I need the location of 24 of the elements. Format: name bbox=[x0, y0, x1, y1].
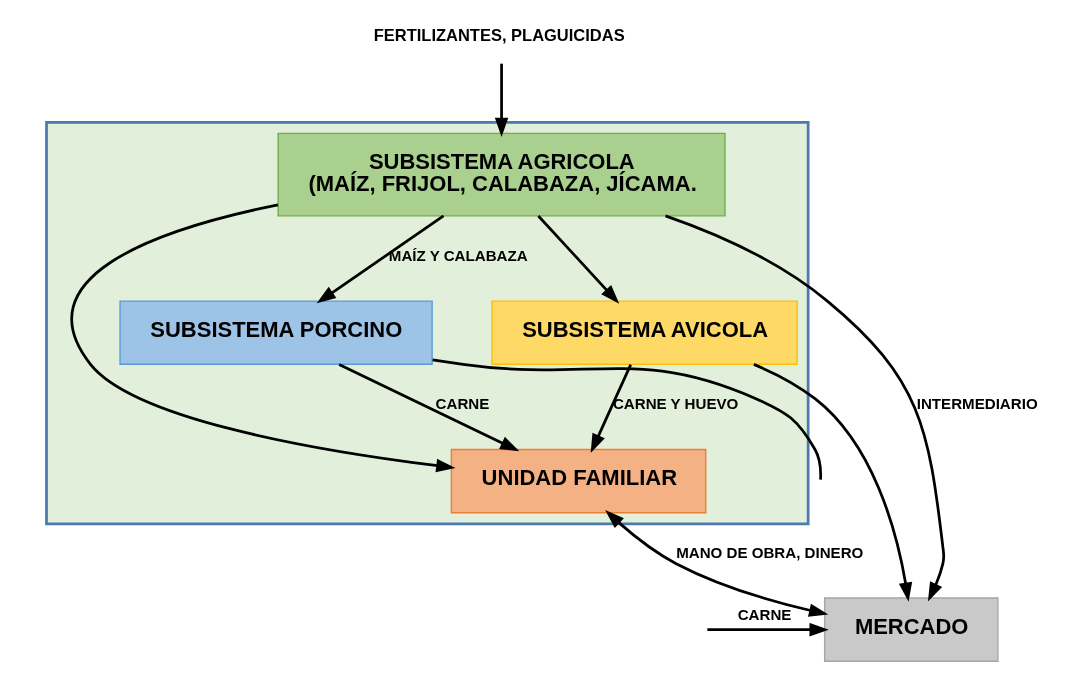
arrow bbox=[753, 363, 913, 602]
arrow bbox=[590, 364, 632, 454]
edge-label: CARNE Y HUEVO bbox=[612, 395, 739, 413]
edge-label: CARNE bbox=[737, 605, 792, 623]
cluster bbox=[45, 120, 810, 526]
arrow bbox=[70, 203, 456, 473]
arrow bbox=[338, 363, 520, 452]
arrow bbox=[494, 63, 509, 137]
arrow bbox=[316, 214, 445, 304]
arrow bbox=[537, 215, 620, 304]
node-box: SUBSISTEMA PORCINO bbox=[119, 300, 433, 365]
arrow bbox=[605, 510, 829, 617]
node-text: FERTILIZANTES, PLAGUICIDAS bbox=[373, 26, 625, 45]
edge-label: MAÍZ Y CALABAZA bbox=[388, 246, 528, 264]
node-box: SUBSISTEMA AVICOLA bbox=[491, 300, 798, 365]
node-box: UNIDAD FAMILIAR bbox=[450, 448, 707, 514]
node-box: SUBSISTEMA AGRICOLA (MAÍZ, FRIJOL, CALABAZA, JÍCAMA. bbox=[277, 132, 726, 217]
arrow bbox=[707, 622, 829, 637]
node-box: MERCADO bbox=[823, 597, 999, 662]
arrow bbox=[665, 214, 946, 602]
edge-label: CARNE bbox=[435, 395, 490, 413]
connector bbox=[432, 358, 822, 480]
edge-label: MANO DE OBRA, DINERO bbox=[676, 543, 864, 561]
edge-label: INTERMEDIARIO bbox=[916, 395, 1038, 413]
